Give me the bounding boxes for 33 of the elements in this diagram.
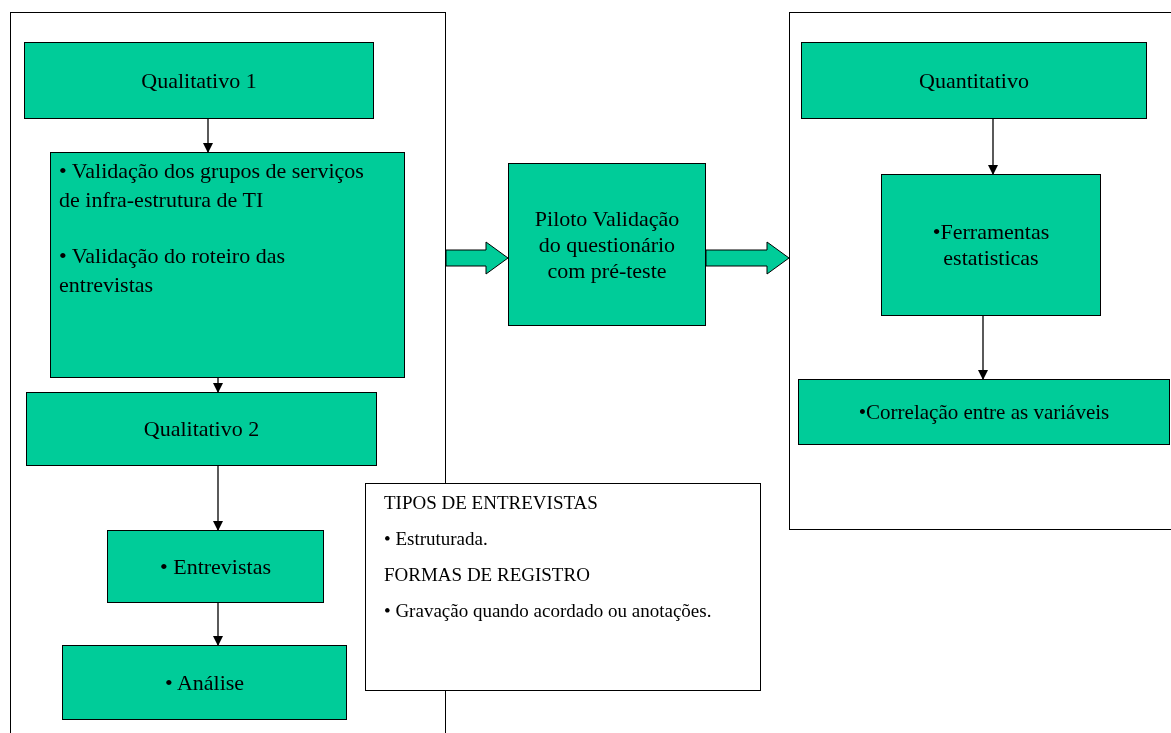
process-box [798, 379, 1170, 445]
node-label: • Validação do roteiro das entrevistas [59, 242, 286, 299]
section-heading: FORMAS DE REGISTRO [384, 564, 591, 586]
note-text: • Gravação quando acordado ou anotações. [384, 600, 713, 622]
arrow [203, 118, 213, 153]
process-box [50, 152, 405, 378]
node-label: Piloto Validação do questionário com pré-teste [533, 205, 681, 284]
node-label: Qualitativo 1 [141, 67, 257, 94]
block-arrow [705, 241, 790, 275]
node-label: Qualitativo 2 [143, 416, 260, 442]
node-label: • Entrevistas [160, 553, 271, 580]
arrow [213, 465, 223, 531]
block-arrow [445, 241, 509, 275]
process-box [24, 42, 374, 119]
process-box [881, 174, 1101, 316]
process-box [107, 530, 324, 603]
process-box [508, 163, 706, 326]
process-box [26, 392, 377, 466]
node-label: • Validação dos grupos de serviços de infra-estrutura de TI [59, 157, 365, 214]
node-label: Quantitativo [919, 67, 1029, 94]
process-box [62, 645, 347, 720]
node-label: •Ferramentas estatisticas [931, 219, 1051, 271]
process-box [801, 42, 1147, 119]
arrow [988, 118, 998, 175]
arrow [978, 315, 988, 380]
section-heading: TIPOS DE ENTREVISTAS [384, 492, 599, 514]
note-text: • Estruturada. [384, 528, 489, 550]
node-label: •Correlação entre as variáveis [858, 399, 1110, 425]
note-box [365, 483, 761, 691]
outer-panel [789, 12, 1171, 530]
arrow [213, 377, 223, 393]
arrow [213, 602, 223, 646]
node-label: • Análise [164, 669, 245, 696]
